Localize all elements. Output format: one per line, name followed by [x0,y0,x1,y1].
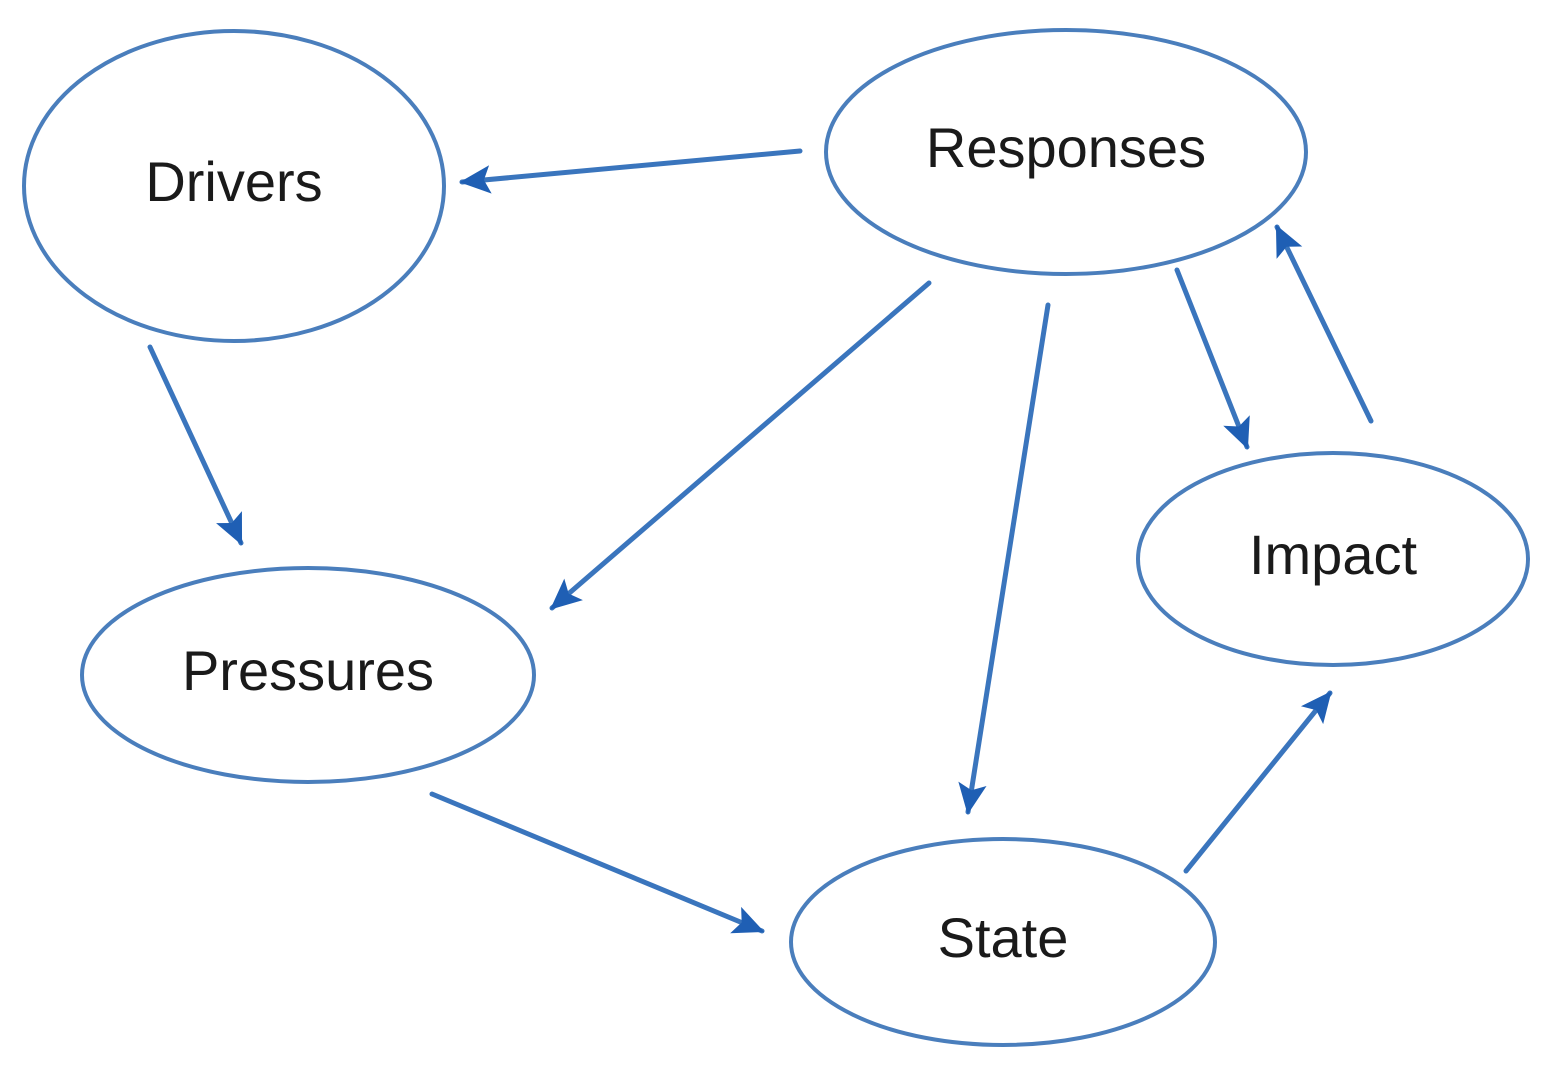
edges-group [147,148,1374,934]
node-impact[interactable]: Impact [1136,451,1530,667]
responses-label: Responses [926,116,1206,179]
nodes-group: Drivers Responses Pressures Impact State [22,28,1530,1047]
edge-responses-to-state [958,302,1051,815]
edge-impact-to-responses [1274,224,1374,424]
impact-ellipse[interactable] [1136,451,1530,667]
node-pressures[interactable]: Pressures [80,566,536,784]
responses-ellipse[interactable] [824,28,1308,276]
impact-label: Impact [1249,523,1417,586]
drivers-label: Drivers [145,150,322,213]
pressures-label: Pressures [182,639,434,702]
edge-state-to-impact [1183,690,1333,874]
node-drivers[interactable]: Drivers [22,29,446,343]
edge-responses-to-drivers [459,148,803,194]
pressures-ellipse[interactable] [80,566,536,784]
state-label: State [938,906,1069,969]
state-ellipse[interactable] [789,837,1217,1047]
edge-responses-to-impact [1174,267,1250,450]
node-responses[interactable]: Responses [824,28,1308,276]
edge-responses-to-pressures [549,280,932,611]
drivers-ellipse[interactable] [22,29,446,343]
edge-drivers-to-pressures [147,344,244,546]
edge-pressures-to-state [429,791,765,934]
node-state[interactable]: State [789,837,1217,1047]
